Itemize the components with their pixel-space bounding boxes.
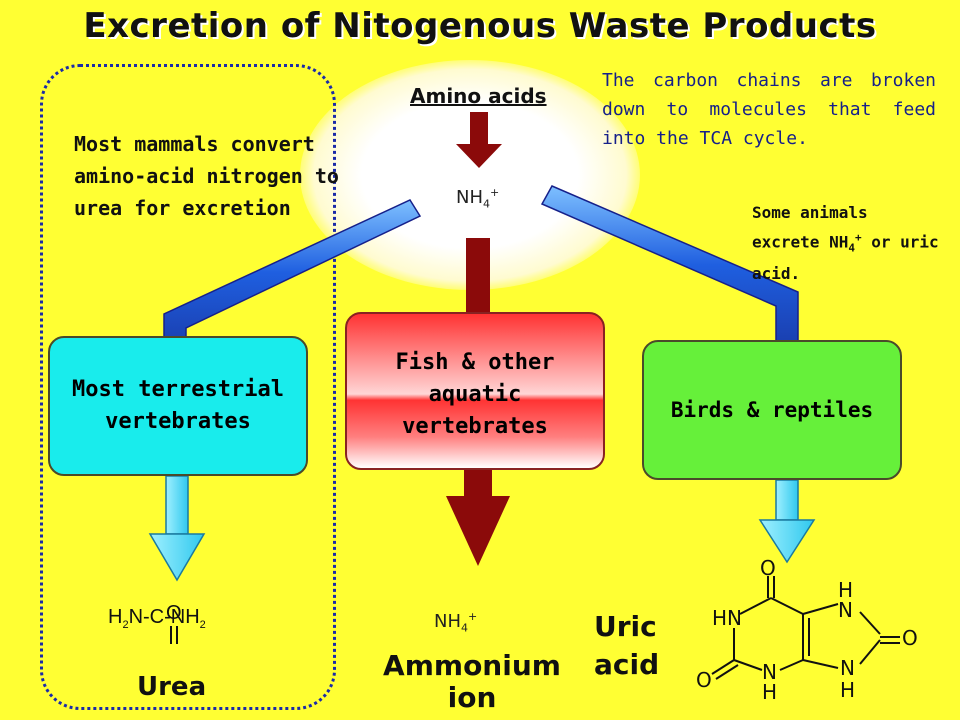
uric-acid-label: Uric acid <box>594 610 660 681</box>
page-title: Excretion of Nitogenous Waste Products <box>83 6 877 46</box>
carbon-chain-note: The carbon chains are broken down to mol… <box>602 70 936 149</box>
ammonium-ion-label: Ammonium ion <box>383 649 561 714</box>
arrow-to-urea <box>148 475 206 582</box>
mammal-grouping-outline <box>40 64 336 710</box>
mammals-note: Most mammals convert amino-acid nitrogen… <box>74 132 339 220</box>
uric-h-top: H <box>838 578 854 602</box>
some-animals-note: Some animals excrete NH4+ or uric acid. <box>752 203 939 283</box>
uric-h-bottom-left: H <box>762 680 778 704</box>
uric-o-right: O <box>902 626 918 650</box>
uric-o-left: O <box>696 668 712 692</box>
arrow-amino-to-nh4 <box>456 112 502 168</box>
uric-n-bottom-right: N <box>840 656 855 680</box>
urea-formula: H2N-C-NH2 <box>108 606 206 631</box>
aquatic-vertebrates-box: Fish & other aquatic vertebrates <box>345 312 605 470</box>
birds-reptiles-box: Birds & reptiles <box>642 340 902 480</box>
amino-acids-label: Amino acids <box>410 84 547 108</box>
urea-double-bond <box>170 626 178 644</box>
uric-h-bottom-right: H <box>840 678 856 702</box>
urea-label: Urea <box>137 672 207 702</box>
terrestrial-vertebrates-label: Most terrestrial vertebrates <box>72 377 284 434</box>
path-to-aquatic <box>446 238 510 566</box>
urea-oxygen: O <box>166 602 182 624</box>
uric-acid-structure <box>711 576 900 680</box>
nh4-source-label: NH4+ <box>456 186 500 211</box>
uric-hn: HN <box>712 606 742 630</box>
nh4-product-label: NH4+ <box>434 610 478 635</box>
terrestrial-vertebrates-box: Most terrestrial vertebrates <box>48 336 308 476</box>
uric-n-top: N <box>838 598 853 622</box>
uric-n-bottom-left: N <box>762 660 777 684</box>
birds-reptiles-label: Birds & reptiles <box>670 398 874 422</box>
arrow-to-uric-acid <box>758 479 816 564</box>
uric-o-top: O <box>760 556 776 580</box>
aquatic-vertebrates-label: Fish & other aquatic vertebrates <box>395 350 555 439</box>
